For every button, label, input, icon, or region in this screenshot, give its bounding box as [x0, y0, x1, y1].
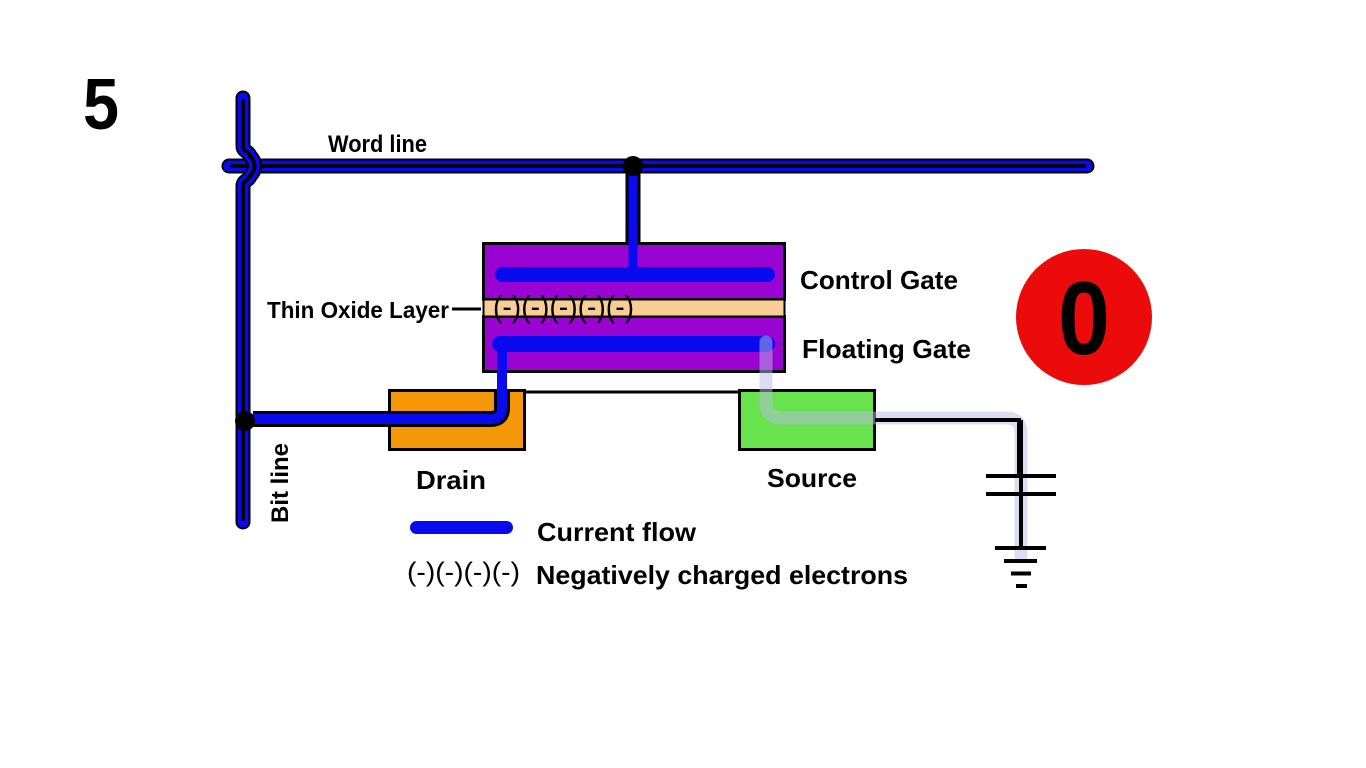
legend-electrons-label: Negatively charged electrons: [536, 560, 908, 590]
bit-line-core: [241, 99, 257, 521]
bit-line-junction-dot: [235, 411, 255, 431]
bit-line-label: Bit line: [267, 443, 294, 523]
bit-line: [235, 90, 262, 530]
source-label: Source: [767, 463, 857, 493]
legend: Current flow (-)(-)(-)(-) Negatively cha…: [407, 517, 908, 590]
bit-value-indicator: 0: [1016, 249, 1152, 385]
control-gate-label: Control Gate: [800, 265, 958, 295]
floating-gate-current-bar: [492, 336, 775, 352]
legend-electron-symbols: (-)(-)(-)(-): [407, 557, 520, 587]
bit-to-drain-trace: [250, 341, 507, 424]
bit-value-circle: [1016, 249, 1152, 385]
legend-current-flow-swatch: [410, 521, 513, 534]
word-line-label: Word line: [328, 131, 427, 158]
step-number: 5: [83, 65, 119, 145]
thin-oxide-layer-label: Thin Oxide Layer: [267, 297, 449, 323]
word-line-junction-dot: [623, 156, 643, 176]
trapped-electrons: (-)(-)(-)(-)(-): [493, 289, 634, 324]
legend-current-flow-label: Current flow: [537, 517, 697, 547]
thin-oxide-layer: [482, 298, 786, 318]
floating-gate-label: Floating Gate: [802, 334, 971, 364]
bit-value-text: 0: [1058, 261, 1110, 377]
ground-connection: [875, 418, 1056, 588]
drain-label: Drain: [416, 465, 486, 495]
